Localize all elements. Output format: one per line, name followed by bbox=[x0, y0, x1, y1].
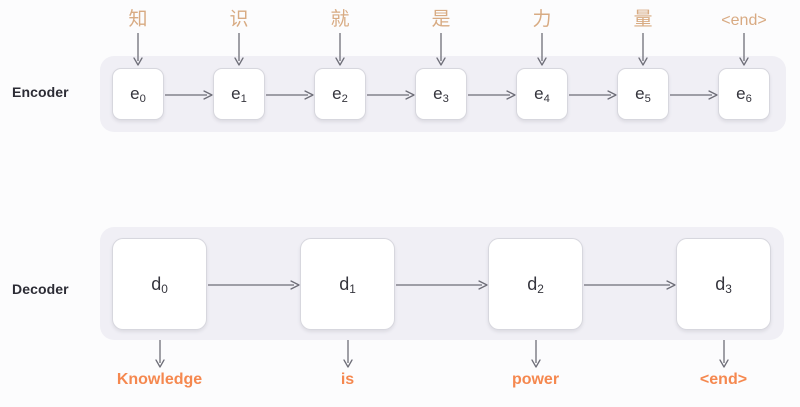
cell-label: e5 bbox=[635, 84, 651, 105]
cell-label: d0 bbox=[151, 274, 168, 296]
cell-label: e4 bbox=[534, 84, 550, 105]
decoder-output-arrow-3 bbox=[718, 340, 730, 368]
encoder-cell-e6[interactable]: e6 bbox=[718, 68, 770, 120]
cell-label: e1 bbox=[231, 84, 247, 105]
encoder-input-token-5: 量 bbox=[633, 8, 653, 30]
encoder-flow-arrow-5 bbox=[670, 88, 719, 100]
encoder-cell-e0[interactable]: e0 bbox=[112, 68, 164, 120]
encoder-input-token-1: 识 bbox=[229, 8, 249, 30]
encoder-input-arrow-0 bbox=[132, 33, 144, 66]
decoder-output-arrow-2 bbox=[530, 340, 542, 368]
encoder-input-arrow-4 bbox=[536, 33, 548, 66]
encoder-row-label: Encoder bbox=[12, 84, 69, 100]
encoder-cell-e4[interactable]: e4 bbox=[516, 68, 568, 120]
cell-label: e0 bbox=[130, 84, 146, 105]
encoder-input-arrow-3 bbox=[435, 33, 447, 66]
decoder-cell-d3[interactable]: d3 bbox=[676, 238, 771, 330]
encoder-input-arrow-2 bbox=[334, 33, 346, 66]
encoder-flow-arrow-1 bbox=[266, 88, 315, 100]
encoder-input-arrow-1 bbox=[233, 33, 245, 66]
decoder-output-token-1: is bbox=[340, 371, 355, 388]
decoder-cell-d2[interactable]: d2 bbox=[488, 238, 583, 330]
encoder-input-arrow-6 bbox=[738, 33, 750, 66]
encoder-flow-arrow-2 bbox=[367, 88, 416, 100]
cell-label: d3 bbox=[715, 274, 732, 296]
decoder-flow-arrow-2 bbox=[584, 278, 677, 290]
encoder-cell-e2[interactable]: e2 bbox=[314, 68, 366, 120]
encoder-input-arrow-5 bbox=[637, 33, 649, 66]
decoder-flow-arrow-0 bbox=[208, 278, 301, 290]
encoder-input-token-2: 就 bbox=[330, 8, 350, 30]
decoder-output-token-3: <end> bbox=[699, 371, 748, 388]
encoder-cell-e1[interactable]: e1 bbox=[213, 68, 265, 120]
decoder-output-token-2: power bbox=[511, 371, 560, 388]
decoder-cell-d0[interactable]: d0 bbox=[112, 238, 207, 330]
encoder-flow-arrow-4 bbox=[569, 88, 618, 100]
cell-label: e6 bbox=[736, 84, 752, 105]
encoder-flow-arrow-0 bbox=[165, 88, 214, 100]
encoder-input-token-3: 是 bbox=[431, 8, 451, 30]
decoder-row-label: Decoder bbox=[12, 281, 69, 297]
decoder-output-arrow-0 bbox=[154, 340, 166, 368]
encoder-flow-arrow-3 bbox=[468, 88, 517, 100]
encoder-cell-e3[interactable]: e3 bbox=[415, 68, 467, 120]
encoder-input-token-4: 力 bbox=[532, 8, 552, 30]
decoder-output-token-0: Knowledge bbox=[116, 371, 203, 388]
cell-label: d1 bbox=[339, 274, 356, 296]
decoder-flow-arrow-1 bbox=[396, 278, 489, 290]
encoder-input-token-0: 知 bbox=[128, 8, 148, 30]
encoder-input-token-6: <end> bbox=[721, 12, 767, 29]
decoder-output-arrow-1 bbox=[342, 340, 354, 368]
cell-label: e2 bbox=[332, 84, 348, 105]
cell-label: d2 bbox=[527, 274, 544, 296]
decoder-cell-d1[interactable]: d1 bbox=[300, 238, 395, 330]
encoder-cell-e5[interactable]: e5 bbox=[617, 68, 669, 120]
cell-label: e3 bbox=[433, 84, 449, 105]
decoder-panel bbox=[100, 227, 784, 340]
